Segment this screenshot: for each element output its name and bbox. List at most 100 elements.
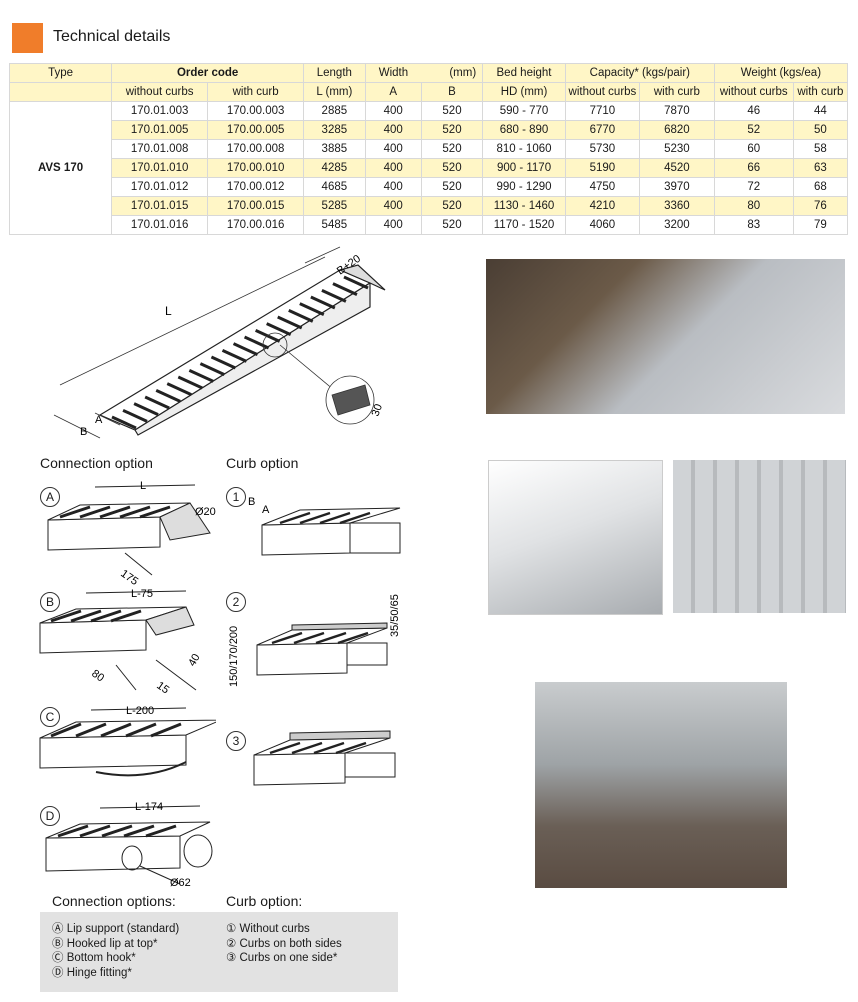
table-cell: 3285 <box>303 120 366 140</box>
b-dim-l75: L-75 <box>131 588 153 600</box>
ramp-slat <box>277 315 303 330</box>
table-cell: 6770 <box>564 120 640 140</box>
table-cell: 170.00.015 <box>207 196 305 216</box>
table-cell: 4060 <box>564 215 640 235</box>
type-cell: AVS 170 <box>8 101 113 235</box>
table-header-row: Type Order code Length Width (mm) Bed he… <box>8 63 849 83</box>
table-cell: 3200 <box>638 215 715 235</box>
dim-30: 30 <box>370 402 385 418</box>
th-b: B <box>420 82 484 102</box>
curb-1-drawing: B A <box>248 496 401 556</box>
dim-b: B <box>80 426 87 438</box>
table-cell: 76 <box>792 196 849 216</box>
table-cell: 400 <box>364 196 422 216</box>
ramp-drawing: L A B B+20 30 <box>53 246 386 439</box>
table-cell: 3885 <box>303 139 366 159</box>
ramp-slat <box>332 282 358 297</box>
th-mm: (mm) <box>421 63 484 83</box>
legend-item: Ⓐ Lip support (standard) <box>52 923 180 935</box>
curb-3-drawing <box>253 730 396 786</box>
th-type: Type <box>8 63 113 83</box>
table-cell: 590 - 770 <box>482 101 566 121</box>
table-cell: 400 <box>364 177 422 197</box>
table-cell: 170.00.005 <box>207 120 305 140</box>
connection-c-drawing: L-200 <box>39 705 216 777</box>
legend-curb-list: ① Without curbs ② Curbs on both sides ③ … <box>226 922 342 966</box>
legend-item: Ⓒ Bottom hook* <box>52 952 136 964</box>
curb2-dim-h: 150/170/200 <box>228 626 240 687</box>
dim-l: L <box>165 304 172 318</box>
table-cell: 66 <box>713 158 794 178</box>
th-hd: HD (mm) <box>482 82 566 102</box>
table-cell: 400 <box>364 101 422 121</box>
curb-2-drawing: 150/170/200 35/50/65 <box>228 594 401 687</box>
table-cell: 520 <box>420 177 484 197</box>
ramp-slat <box>321 288 347 303</box>
table-cell: 58 <box>792 139 849 159</box>
table-cell: 63 <box>792 158 849 178</box>
legend-item: ② Curbs on both sides <box>226 937 342 950</box>
photo-hinge-detail <box>673 460 846 613</box>
ramp-slat <box>210 355 237 370</box>
table-cell: 4520 <box>638 158 715 178</box>
table-cell: 46 <box>713 101 794 121</box>
table-cell: 680 - 890 <box>482 120 566 140</box>
table-cell: 5230 <box>638 139 715 159</box>
photo-ramp-installation <box>486 259 845 414</box>
legend-curb-title: Curb option: <box>226 893 303 909</box>
section-title: Technical details <box>53 28 171 45</box>
table-cell: 4750 <box>564 177 640 197</box>
d-dim-dia: Ø62 <box>170 877 191 889</box>
table-subheader-row: without curbs with curb L (mm) A B HD (m… <box>8 82 849 102</box>
table-cell: 170.01.008 <box>111 139 209 159</box>
table-cell: 79 <box>792 215 849 235</box>
table-cell: 1130 - 1460 <box>482 196 566 216</box>
table-cell: 520 <box>420 215 484 235</box>
table-cell: 3970 <box>638 177 715 197</box>
table-cell: 1170 - 1520 <box>482 215 566 235</box>
table-cell: 170.00.010 <box>207 158 305 178</box>
th-a: A <box>364 82 422 102</box>
table-cell: 4285 <box>303 158 366 178</box>
d-dim-l174: L-174 <box>135 801 163 813</box>
th-cap-with: with curb <box>638 82 715 102</box>
table-cell: 170.00.016 <box>207 215 305 235</box>
option-b-mark: B <box>40 592 60 612</box>
table-cell: 7870 <box>638 101 715 121</box>
table-cell: 400 <box>364 139 422 159</box>
b-dim-15: 15 <box>154 680 171 697</box>
b-dim-80: 80 <box>89 668 106 685</box>
th-with-curb: with curb <box>207 82 305 102</box>
table-cell: 2885 <box>303 101 366 121</box>
curb-2-mark: 2 <box>226 592 246 612</box>
table-cell: 6820 <box>638 120 715 140</box>
table-cell: 400 <box>364 215 422 235</box>
photo-lip-detail <box>488 460 663 615</box>
table-cell: 5730 <box>564 139 640 159</box>
table-cell: 990 - 1290 <box>482 177 566 197</box>
curb2-dim-c: 35/50/65 <box>389 594 401 637</box>
th-order-code: Order code <box>111 63 305 83</box>
ramp-slat <box>299 302 325 317</box>
ramp-slat <box>144 395 170 410</box>
a-dim-dia: Ø20 <box>195 506 216 518</box>
dim-a: A <box>95 414 103 426</box>
table-cell: 170.00.008 <box>207 139 305 159</box>
table-cell: 170.01.016 <box>111 215 209 235</box>
table-cell: 520 <box>420 158 484 178</box>
curb1-dim-b: B <box>248 496 255 508</box>
table-cell: 400 <box>364 158 422 178</box>
table-cell: 170.01.015 <box>111 196 209 216</box>
ramp-slat <box>111 415 137 430</box>
table-cell: 7710 <box>564 101 640 121</box>
th-width: Width <box>364 63 422 83</box>
table-cell: 400 <box>364 120 422 140</box>
table-cell: 5285 <box>303 196 366 216</box>
table-cell: 520 <box>420 196 484 216</box>
